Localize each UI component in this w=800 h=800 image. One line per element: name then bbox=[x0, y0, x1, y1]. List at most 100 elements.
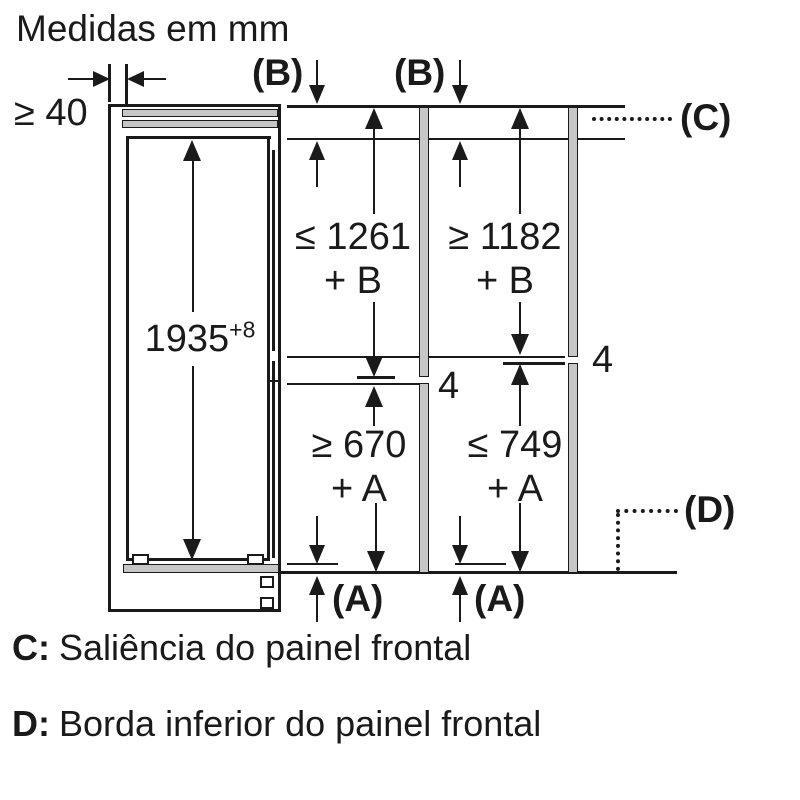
arrowhead-down-icon bbox=[309, 545, 325, 564]
dim-height-shaft-lower bbox=[192, 366, 194, 540]
arrowhead-up-icon bbox=[309, 576, 325, 595]
dim-lower-right-plus: + A bbox=[487, 467, 543, 510]
marker-b1-label: (B) bbox=[252, 52, 304, 93]
dim-upper-right-plus: + B bbox=[475, 259, 535, 302]
legend-row-c: C:Saliência do painel frontal bbox=[12, 630, 471, 666]
marker-a1-label: (A) bbox=[332, 578, 384, 619]
dim-lower-left-label: ≥ 670 + A bbox=[293, 424, 425, 511]
d-dotted-leader-vertical bbox=[616, 513, 620, 571]
arrowhead-down-icon bbox=[511, 334, 529, 355]
dim-upper-left-label: ≤ 1261 + B bbox=[287, 216, 419, 303]
arrowhead-down-icon bbox=[183, 539, 201, 560]
door-edge-lower bbox=[272, 361, 275, 558]
top-panel-bar-2 bbox=[122, 120, 278, 128]
dim-upper-right-shaft-bottom bbox=[519, 302, 521, 335]
arrowhead-down-icon bbox=[511, 551, 529, 572]
arrowhead-down-icon bbox=[309, 85, 325, 104]
arrowhead-up-icon bbox=[452, 576, 468, 595]
marker-c-label: (C) bbox=[680, 97, 732, 138]
marker-d-label: (D) bbox=[684, 489, 736, 530]
dim-lower-left-value: ≥ 670 bbox=[311, 424, 407, 466]
front-panel-right-upper bbox=[568, 107, 578, 357]
arrowhead-right-icon bbox=[93, 71, 110, 87]
c-dotted-leader bbox=[592, 117, 672, 121]
a-gap-down-shaft-left bbox=[316, 516, 318, 546]
appliance-left-wall bbox=[126, 136, 129, 561]
split-line-left-lower bbox=[287, 383, 419, 385]
niche-left-wall bbox=[108, 104, 111, 612]
dim-upper-right-label: ≥ 1182 + B bbox=[437, 216, 573, 303]
floor-line bbox=[281, 571, 677, 574]
dim-lower-right-label: ≤ 749 + A bbox=[447, 424, 583, 511]
panel-top-reference-line bbox=[287, 138, 625, 140]
arrowhead-up-icon bbox=[511, 364, 529, 385]
dim-lower-right-shaft-top bbox=[519, 384, 521, 426]
dim-height-value: 1935 bbox=[144, 318, 230, 360]
dim-lower-left-plus: + A bbox=[331, 467, 387, 510]
appliance-right-wall bbox=[267, 136, 270, 561]
panel-gap-right-label: 4 bbox=[592, 339, 614, 381]
arrowhead-up-icon bbox=[365, 386, 383, 407]
legend-d-key: D: bbox=[12, 703, 50, 744]
arrowhead-up-icon bbox=[365, 108, 383, 129]
marker-b2-arrow-shaft bbox=[459, 60, 461, 86]
a-gap-up-shaft-right bbox=[459, 594, 461, 622]
bottom-bracket-2 bbox=[260, 597, 274, 609]
arrowhead-down-icon bbox=[365, 356, 383, 377]
arrowhead-up-icon bbox=[183, 140, 201, 161]
marker-b2-label: (B) bbox=[394, 52, 446, 93]
dim-upper-left-shaft-top bbox=[373, 128, 375, 214]
a-gap-up-shaft-left bbox=[316, 594, 318, 622]
dim-lower-left-shaft-top bbox=[373, 406, 375, 426]
dim-upper-left-plus: + B bbox=[323, 259, 383, 302]
dim-upper-left-shaft-bottom bbox=[373, 302, 375, 357]
arrowhead-down-icon bbox=[452, 85, 468, 104]
dim-lower-right-shaft-bottom bbox=[519, 503, 521, 552]
b-gap-arrow-shaft-left bbox=[316, 159, 318, 187]
top-panel-bar-1 bbox=[122, 109, 278, 117]
marker-a2-label: (A) bbox=[474, 578, 526, 619]
niche-bottom-line bbox=[108, 609, 281, 612]
dim-upper-left-value: ≤ 1261 bbox=[295, 216, 411, 258]
dim-upper-right-shaft-top bbox=[519, 128, 521, 214]
front-panel-left-lower bbox=[419, 383, 429, 573]
dim-lower-left-shaft-bottom bbox=[375, 503, 377, 552]
door-split-connector bbox=[268, 380, 278, 382]
dim-upper-right-value: ≥ 1182 bbox=[448, 216, 562, 258]
split-terminator-right bbox=[503, 362, 565, 365]
split-line-left-upper bbox=[287, 356, 419, 358]
b-gap-arrow-shaft-right bbox=[459, 159, 461, 187]
a-reference-line-left bbox=[287, 563, 338, 565]
arrowhead-down-icon bbox=[452, 545, 468, 564]
dim-gap-top-shaft-left bbox=[68, 78, 96, 80]
legend-row-d: D:Borda inferior do painel frontal bbox=[12, 706, 541, 742]
split-line-right-upper bbox=[429, 356, 565, 358]
dim-height-tolerance: +8 bbox=[229, 316, 256, 343]
d-dotted-leader-horizontal bbox=[616, 509, 678, 513]
door-edge-upper bbox=[272, 150, 275, 351]
legend-c-text: Saliência do painel frontal bbox=[59, 627, 472, 668]
dim-height-shaft-upper bbox=[192, 160, 194, 312]
dim-gap-top-tick-right bbox=[125, 64, 128, 105]
front-panel-left-upper bbox=[419, 107, 429, 377]
panel-gap-left-label: 4 bbox=[438, 365, 460, 407]
dim-height-label: 1935+8 bbox=[130, 318, 270, 360]
arrowhead-left-icon bbox=[127, 71, 144, 87]
dim-gap-top-label: ≥ 40 bbox=[14, 92, 88, 134]
marker-b1-arrow-shaft bbox=[316, 60, 318, 86]
top-reference-line bbox=[287, 105, 625, 108]
plinth-panel-bar bbox=[123, 564, 279, 573]
arrowhead-up-icon bbox=[452, 141, 468, 160]
arrowhead-down-icon bbox=[367, 551, 385, 572]
a-gap-down-shaft-right bbox=[459, 516, 461, 546]
legend-d-text: Borda inferior do painel frontal bbox=[59, 703, 542, 744]
page-title: Medidas em mm bbox=[16, 8, 290, 49]
legend-c-key: C: bbox=[12, 627, 50, 668]
split-terminator-left bbox=[357, 376, 395, 379]
bottom-bracket-1 bbox=[260, 576, 274, 588]
appliance-top-line bbox=[126, 136, 271, 139]
arrowhead-up-icon bbox=[511, 108, 529, 129]
front-panel-right-lower bbox=[568, 363, 578, 573]
niche-top-line bbox=[108, 104, 281, 107]
